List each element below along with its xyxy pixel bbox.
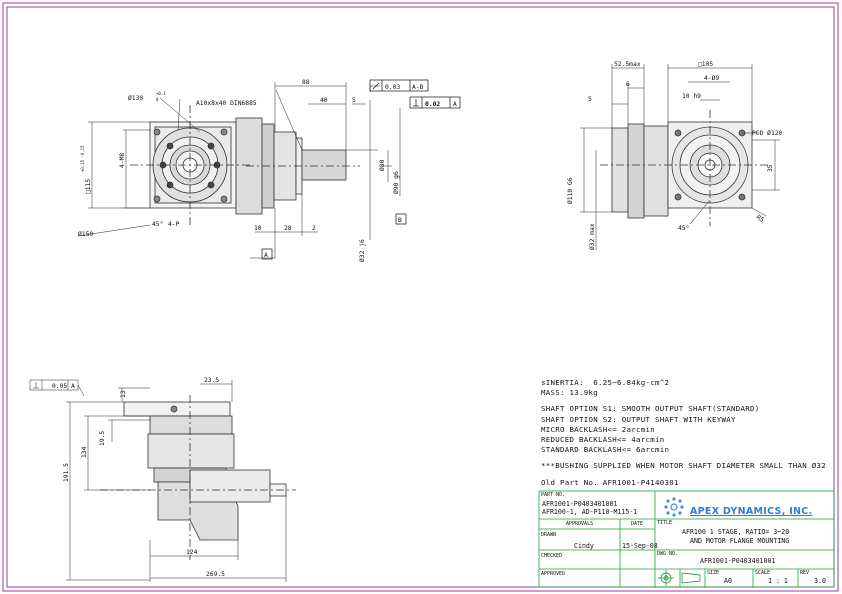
front-dimensions — [77, 82, 401, 259]
dim-88: 88 — [302, 79, 310, 86]
note-standard-backlash: STANDARD BACKLASH<= 6arcmin — [541, 445, 670, 455]
rev-label: REV — [800, 570, 810, 576]
dim-2: 2 — [312, 225, 316, 232]
drawn-label: DRAWN — [541, 532, 557, 538]
rev-value: 3.0 — [814, 577, 826, 585]
dim-19-5: 19.5 — [99, 431, 106, 446]
note-shaft-s2: SHAFT OPTION S2: OUTPUT SHAFT WITH KEYWA… — [541, 414, 736, 424]
dim-10: 10 — [254, 225, 262, 232]
approved-label: APPROVED — [541, 571, 566, 577]
dim-dia32j6: Ø32 j6 — [358, 239, 366, 262]
title-label: TITLE — [657, 520, 673, 526]
company-logo — [663, 496, 833, 518]
scale-label: SCALE — [755, 570, 771, 576]
dim-32max: Ø32 max — [588, 223, 596, 250]
dim-5: 5 — [352, 97, 356, 104]
datum-a: A — [264, 252, 268, 259]
dim-4-m8: 4-M8 — [119, 153, 126, 168]
company-name: APEX DYNAMICS, INC. — [690, 506, 813, 517]
size-label: SIZE — [707, 570, 720, 576]
bottom-dimensions — [29, 379, 287, 582]
dim-sq115: □115 — [85, 179, 92, 194]
part-no-2: AFR100-1, AD-P110-M115-1 — [542, 508, 638, 516]
dim-4-phi9: 4-Ø9 — [704, 74, 719, 82]
date-label: DATE — [631, 521, 644, 527]
dim-52-5max: 52.5max — [614, 61, 641, 68]
note-mass: MASS: 13.9kg — [541, 388, 598, 398]
dim-13: 13 — [120, 390, 127, 398]
dim-r5: R5 — [755, 214, 765, 224]
dim-269-5: 269.5 — [206, 571, 225, 578]
tol-runout-ref: A-B — [412, 84, 424, 91]
title-block-grid — [538, 490, 835, 588]
note-micro-backlash: MICRO BACKLASH<= 2arcmin — [541, 424, 655, 434]
note-shaft-s1: SHAFT OPTION S1: SMOOTH OUTPUT SHAFT(STA… — [541, 404, 760, 414]
size-value: A0 — [724, 577, 732, 585]
note-inertia: sINERTIA: 6.25~6.84kg-cm^2 — [541, 378, 670, 387]
side-labels: 52.5max 6 5 □105 4-Ø9 10 h9 Ø110 G6 Ø32 … — [566, 61, 783, 250]
title-line-2: AND MOTOR FLANGE MOUNTING — [690, 537, 790, 545]
drawn-by: Cindy — [574, 542, 594, 550]
dim-keyway: A10x8x40 DIN6885 — [196, 100, 257, 107]
tol-flat-value: 0.05 — [52, 383, 67, 390]
dim-side-35: 35 — [767, 164, 774, 172]
apex-logo-icon — [664, 497, 684, 517]
dim-45: 45° — [152, 220, 163, 228]
dwg-no-label: DWG NO. — [657, 551, 679, 557]
dim-sq115-tol: +0.15 -0.15 — [80, 145, 85, 172]
side-dimensions — [580, 64, 780, 250]
projection-symbol — [658, 570, 701, 586]
checked-label: CHECKED — [541, 553, 563, 559]
dwg-no: AFR1001-P0403401001 — [700, 557, 776, 565]
dim-23-5: 23.5 — [204, 377, 219, 384]
bottom-labels: 0.05 A 13 23.5 191.5 134 19.5 124 269.5 — [52, 377, 225, 578]
dim-134: 134 — [81, 446, 88, 458]
dim-191-5: 191.5 — [63, 463, 70, 482]
front-labels: 88 40 5 Ø130 +0.1 0 A10x8x40 DIN6885 0.0… — [78, 79, 457, 262]
front-view — [130, 105, 360, 228]
approvals-label: APPROVALS — [566, 521, 594, 527]
part-no-1: AFR1001-P0403401001 — [542, 500, 618, 508]
dim-bore-130-tol-top: +0.1 — [156, 91, 166, 96]
tol-perp-value: 0.02 — [425, 101, 440, 108]
tol-perp-ref: A — [453, 101, 457, 108]
dim-side-5: 5 — [588, 96, 592, 103]
side-view — [600, 110, 770, 226]
dim-bore-130: Ø130 — [128, 94, 143, 102]
dim-dia150: Ø150 — [78, 230, 93, 238]
drawn-date: 15-Sep-08 — [622, 542, 658, 550]
part-no-label: PART NO. — [541, 492, 566, 498]
dim-sq105: □105 — [698, 61, 713, 68]
dim-10h9: 10 h9 — [682, 93, 701, 100]
front-fcf — [261, 79, 461, 260]
dim-bore-130-tol-bot: 0 — [156, 97, 159, 102]
dim-124: 124 — [186, 549, 198, 556]
dim-pcd120: PCD Ø120 — [752, 129, 783, 137]
dim-side-45: 45° — [678, 224, 689, 232]
dim-side-6: 6 — [626, 81, 630, 88]
bottom-view — [100, 395, 296, 560]
dim-40: 40 — [320, 97, 328, 104]
scale-value: 1 : 1 — [768, 577, 788, 585]
inner-border — [6, 6, 835, 588]
dim-dia90: Ø90 g6 — [392, 171, 400, 194]
tol-flat-ref: A — [71, 383, 75, 390]
datum-b: B — [398, 217, 402, 224]
dim-dia80: Ø80 — [378, 159, 386, 171]
dim-28: 28 — [284, 225, 292, 232]
note-old-part: Old Part No. AFR1001-P4140301 — [541, 477, 679, 487]
title-line-1: AFR100 1 STAGE, RATIO= 3~20 — [682, 528, 790, 536]
tol-runout-value: 0.03 — [385, 84, 400, 91]
dim-4p: 4-P — [168, 221, 180, 228]
note-bushing: ***BUSHING SUPPLIED WHEN MOTOR SHAFT DIA… — [541, 461, 826, 471]
note-reduced-backlash: REDUCED BACKLASH<= 4arcmin — [541, 435, 665, 445]
dim-110g6: Ø110 G6 — [566, 177, 574, 204]
